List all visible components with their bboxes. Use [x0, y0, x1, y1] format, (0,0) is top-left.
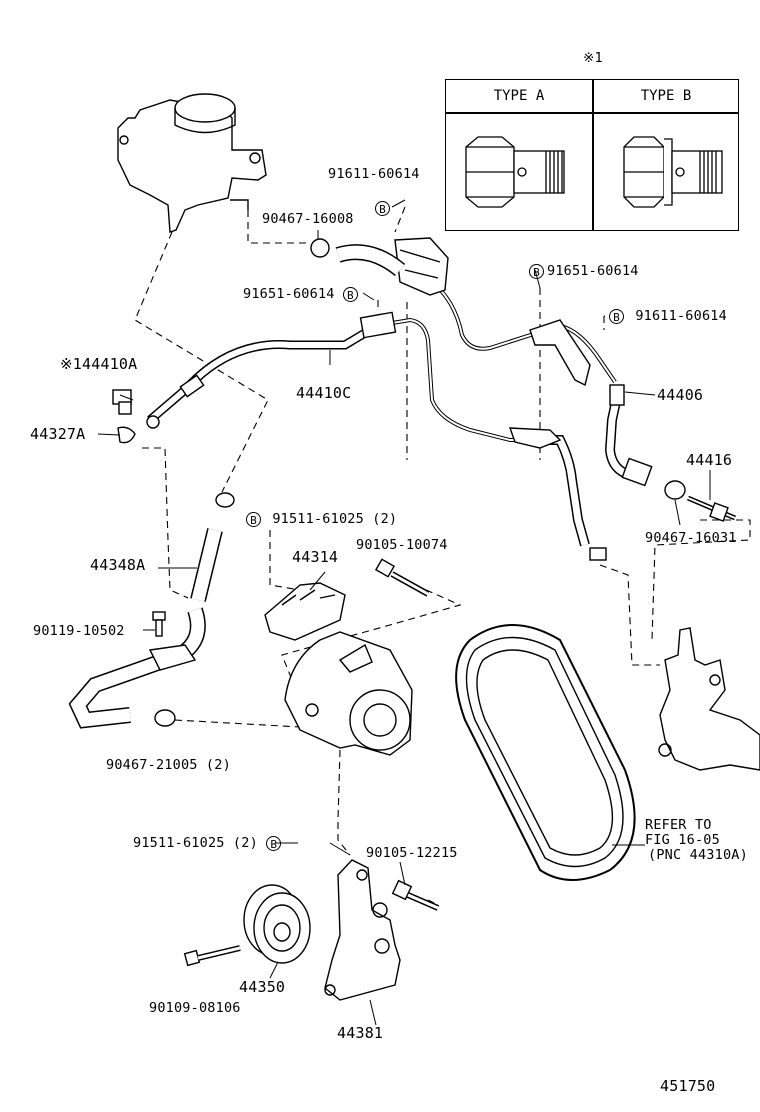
label-44381: 44381: [337, 1024, 384, 1042]
return-pipe: [394, 237, 617, 384]
bolt-90105-10074: [374, 558, 430, 597]
label-44416: 44416: [686, 451, 733, 469]
marker-b-3: B: [529, 263, 544, 279]
union-bolt-type-a-icon: [465, 136, 565, 208]
union-bolt-44410A: [112, 389, 132, 415]
drive-belt: [455, 624, 636, 881]
marker-b-2: B: [342, 286, 358, 302]
marker-b-4: B: [609, 308, 624, 324]
label-91511-bottom: 91511-61025 (2) B: [133, 835, 284, 851]
hose-44406: [604, 384, 653, 487]
legend-divider-vertical: [592, 80, 594, 230]
bolt-90119: [152, 611, 166, 637]
legend-type-b: TYPE B: [640, 88, 692, 104]
hose-44410C: [146, 326, 373, 429]
marker-b-1: B: [375, 200, 393, 216]
label-91611-top: 91611-60614: [328, 166, 420, 182]
label-44350: 44350: [239, 978, 286, 996]
label-90119-10502: 90119-10502: [33, 623, 125, 639]
bracket-44381: [324, 859, 401, 1001]
label-90105-12215: 90105-12215: [366, 845, 458, 861]
label-44410A: ※144410A: [60, 355, 138, 373]
label-90467-16008: 90467-16008: [262, 211, 354, 227]
steering-gear: [658, 627, 760, 771]
vane-pump: [284, 631, 413, 756]
label-90467-21005: 90467-21005 (2): [106, 757, 231, 773]
suction-hose: [310, 238, 406, 277]
marker-b-6: B: [266, 835, 282, 851]
union-bolt-type-b-icon: [623, 136, 723, 208]
label-44406: 44406: [657, 386, 704, 404]
label-91511-top: B 91511-61025 (2): [246, 511, 397, 527]
pressure-pipe: [359, 311, 540, 442]
bolt-90105-12215: [391, 879, 440, 911]
legend-box: TYPE A TYPE B: [445, 79, 739, 231]
refer-note-line1: REFER TO: [645, 817, 712, 833]
refer-note-line3: (PNC 44310A): [648, 847, 748, 863]
reservoir-tank: [117, 93, 267, 233]
label-90109-08106: 90109-08106: [149, 1000, 241, 1016]
label-44348A: 44348A: [90, 556, 146, 574]
diagram-id: 451750: [660, 1077, 716, 1095]
legend-type-a: TYPE A: [493, 88, 545, 104]
idler-pulley: [243, 884, 311, 964]
bracket-44314: [264, 582, 346, 641]
bracket-center: [529, 319, 591, 387]
label-91651-left: 91651-60614 B: [243, 286, 361, 302]
bolt-90109-08106: [183, 945, 241, 967]
label-44314: 44314: [292, 548, 339, 566]
label-91611-right: B 91611-60614: [609, 308, 727, 324]
fitting-44416: [687, 495, 736, 522]
legend-marker: ※1: [583, 50, 603, 66]
hose-44348A: [68, 492, 235, 729]
label-44410C: 44410C: [296, 384, 352, 402]
label-44327A: 44327A: [30, 425, 86, 443]
leader-lines: [134, 206, 751, 906]
label-90105-10074: 90105-10074: [356, 537, 448, 553]
legend-divider-horizontal: [446, 112, 738, 114]
refer-note-line2: FIG 16-05: [645, 832, 720, 848]
solid-leaders: [97, 199, 711, 1026]
clamp-90467-16031: [664, 480, 686, 500]
marker-b-5: B: [246, 511, 261, 527]
gasket-44327A: [117, 426, 136, 444]
label-90467-16031: 90467-16031: [645, 530, 737, 546]
hose-right-lower: [508, 427, 607, 561]
